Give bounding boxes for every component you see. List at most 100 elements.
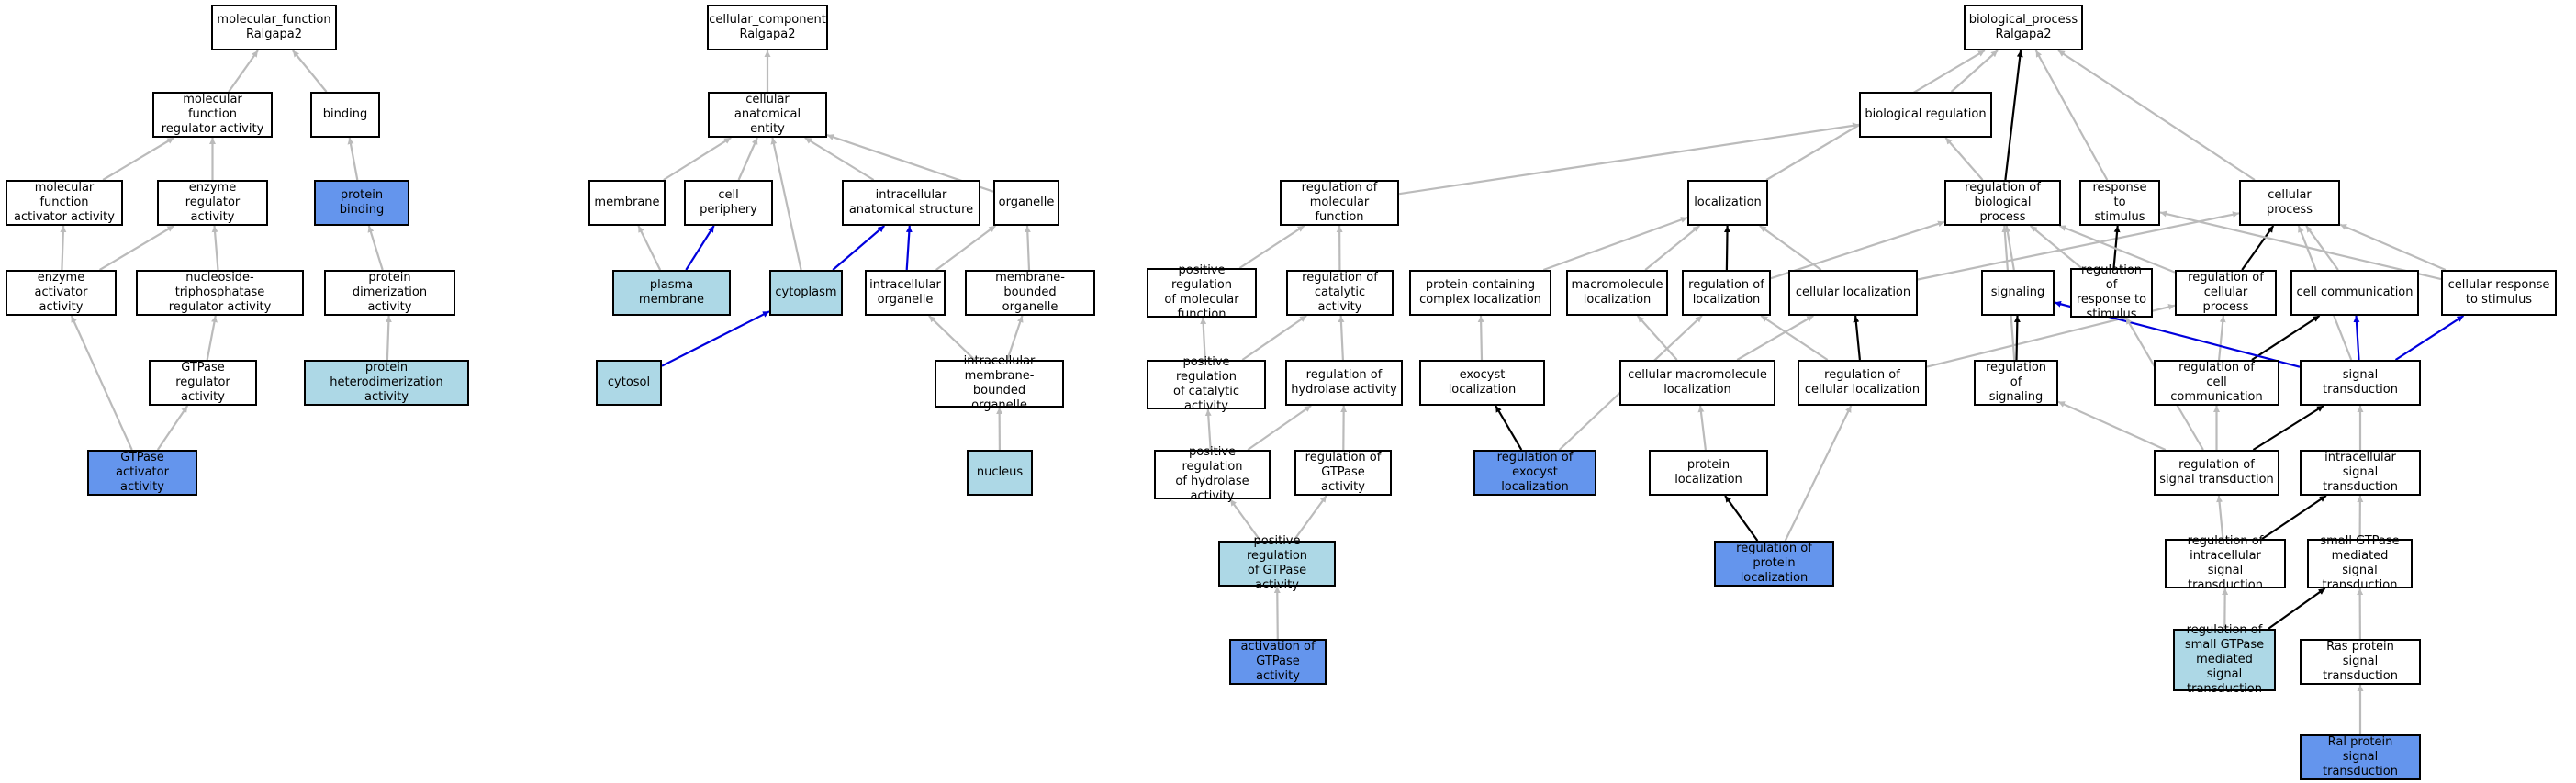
node-regulation-of-gtpase-activity[interactable]: regulation of GTPase activity: [1294, 450, 1392, 496]
node-molecular-function-root[interactable]: molecular_function Ralgapa2: [211, 5, 337, 50]
node-enzyme-activator-activity[interactable]: enzyme activator activity: [6, 270, 117, 316]
node-intracellular-membrane-bounded-organelle[interactable]: intracellular membrane-bounded organelle: [935, 354, 1064, 412]
node-ral-protein-signal-transduction[interactable]: Ral protein signal transduction: [2300, 734, 2421, 780]
edge-reg_cell_loc-to-reg_loc: [1760, 315, 1829, 361]
edge-reg_resp-to-reg_bp: [2029, 225, 2083, 269]
node-regulation-of-signaling[interactable]: regulation of signaling: [1974, 360, 2058, 406]
edge-reg_sig_trans-to-sig_trans: [2252, 405, 2324, 451]
edge-exocyst_loc-to-prot_cx_loc: [1477, 315, 1484, 361]
node-cellular-component-root[interactable]: cellular_component Ralgapa2: [707, 5, 828, 50]
edge-cell_macro_loc-to-macro_loc: [1636, 315, 1678, 361]
node-positive-regulation-of-catalytic-activity[interactable]: positive regulation of catalytic activit…: [1147, 355, 1266, 413]
node-cellular-localization[interactable]: cellular localization: [1788, 270, 1918, 316]
node-regulation-of-catalytic-activity[interactable]: regulation of catalytic activity: [1286, 270, 1394, 316]
node-gtpase-activator-activity[interactable]: GTPase activator activity: [87, 450, 197, 496]
node-protein-containing-complex-localization[interactable]: protein-containing complex localization: [1409, 270, 1551, 316]
edge-gtpase_reg-to-ntp_reg: [206, 315, 218, 361]
node-cellular-macromolecule-localization[interactable]: cellular macromolecule localization: [1619, 360, 1775, 406]
edge-pos_reg_cat-to-reg_cat: [1241, 315, 1307, 361]
edge-act_gtpase-to-pos_reg_gtpase: [1273, 586, 1281, 640]
edge-reg_sig_trans-to-reg_sig: [2057, 400, 2167, 452]
node-nucleoside-triphosphatase-regulator-activity[interactable]: nucleoside-triphosphatase regulator acti…: [136, 270, 304, 316]
edge-cell_comm-to-cell_proc: [2305, 225, 2339, 271]
node-plasma-membrane[interactable]: plasma membrane: [612, 270, 731, 316]
edge-mem_org-to-organelle: [1024, 225, 1031, 271]
edge-pos_reg_cat-to-pos_reg_mf: [1200, 317, 1207, 361]
node-regulation-of-molecular-function[interactable]: regulation of molecular function: [1280, 180, 1399, 226]
node-regulation-of-exocyst-localization[interactable]: regulation of exocyst localization: [1473, 450, 1596, 496]
node-regulation-of-cellular-process[interactable]: regulation of cellular process: [2175, 270, 2277, 316]
node-activation-of-gtpase-activity[interactable]: activation of GTPase activity: [1229, 639, 1327, 685]
edge-prot_dimer-to-prot_bind: [367, 225, 384, 271]
node-regulation-of-cell-communication[interactable]: regulation of cell communication: [2154, 360, 2279, 406]
node-small-gtpase-mediated-signal-transduction[interactable]: small GTPase mediated signal transductio…: [2307, 534, 2413, 592]
node-molecular-function-regulator-activity[interactable]: molecular function regulator activity: [152, 92, 273, 138]
node-protein-binding[interactable]: protein binding: [314, 180, 409, 226]
edge-prot_loc-to-cell_macro_loc: [1697, 405, 1707, 451]
edge-plasma_mem-to-membrane: [637, 225, 662, 271]
node-cellular-response-to-stimulus[interactable]: cellular response to stimulus: [2441, 270, 2557, 316]
node-regulation-of-cellular-localization[interactable]: regulation of cellular localization: [1798, 360, 1927, 406]
edge-reg_intra_sig-to-intra_sig: [2261, 495, 2327, 540]
edge-sig_trans-to-cell_comm: [2353, 315, 2360, 361]
node-intracellular-signal-transduction[interactable]: intracellular signal transduction: [2300, 450, 2421, 496]
node-positive-regulation-of-hydrolase-activity[interactable]: positive regulation of hydrolase activit…: [1154, 445, 1271, 503]
node-regulation-of-intracellular-signal-transduction[interactable]: regulation of intracellular signal trans…: [2165, 534, 2286, 592]
node-cell-periphery[interactable]: cell periphery: [684, 180, 773, 226]
node-biological-regulation[interactable]: biological regulation: [1859, 92, 1992, 138]
node-regulation-of-signal-transduction[interactable]: regulation of signal transduction: [2154, 450, 2279, 496]
node-positive-regulation-of-gtpase-activity[interactable]: positive regulation of GTPase activity: [1218, 534, 1336, 592]
edge-cell_loc-to-localization: [1759, 225, 1822, 271]
node-macromolecule-localization[interactable]: macromolecule localization: [1566, 270, 1668, 316]
node-organelle[interactable]: organelle: [993, 180, 1059, 226]
node-cytoplasm[interactable]: cytoplasm: [769, 270, 843, 316]
node-cellular-process[interactable]: cellular process: [2239, 180, 2340, 226]
node-regulation-of-protein-localization[interactable]: regulation of protein localization: [1714, 541, 1834, 587]
node-enzyme-regulator-activity[interactable]: enzyme regulator activity: [157, 180, 268, 226]
node-ras-protein-signal-transduction[interactable]: Ras protein signal transduction: [2300, 639, 2421, 685]
edge-intra_mem_org-to-mem_org: [1006, 315, 1024, 361]
edge-reg_loc-to-reg_bp: [1770, 220, 1945, 280]
node-localization[interactable]: localization: [1687, 180, 1768, 226]
node-regulation-of-small-gtpase-mediated-signal-transduction[interactable]: regulation of small GTPase mediated sign…: [2173, 623, 2276, 696]
node-intracellular-organelle[interactable]: intracellular organelle: [865, 270, 946, 316]
node-cellular-anatomical-entity[interactable]: cellular anatomical entity: [708, 92, 827, 138]
edge-reg_cell_proc-to-cell_proc: [2241, 225, 2275, 271]
node-biological-process-root[interactable]: biological_process Ralgapa2: [1964, 5, 2083, 50]
edge-ntp_reg-to-enz_reg: [211, 225, 219, 271]
node-cell-communication[interactable]: cell communication: [2290, 270, 2419, 316]
edge-enz_act-to-mf_act: [60, 225, 67, 271]
edge-cell_macro_loc-to-cell_loc: [1736, 315, 1814, 361]
node-protein-heterodimerization-activity[interactable]: protein heterodimerization activity: [304, 360, 469, 406]
node-cytosol[interactable]: cytosol: [596, 360, 662, 406]
node-membrane-bounded-organelle[interactable]: membrane-bounded organelle: [965, 270, 1095, 316]
edge-reg_intra_sig-to-reg_sig_trans: [2216, 495, 2224, 540]
node-nucleus[interactable]: nucleus: [967, 450, 1033, 496]
node-regulation-of-localization[interactable]: regulation of localization: [1682, 270, 1771, 316]
edge-reg_hydro-to-reg_cat: [1338, 315, 1345, 361]
node-regulation-of-response-to-stimulus[interactable]: regulation of response to stimulus: [2070, 263, 2153, 321]
node-positive-regulation-of-molecular-function[interactable]: positive regulation of molecular functio…: [1147, 263, 1257, 321]
node-protein-dimerization-activity[interactable]: protein dimerization activity: [324, 270, 455, 316]
edge-mf_reg-to-mf_root: [228, 50, 259, 93]
node-regulation-of-biological-process[interactable]: regulation of biological process: [1944, 180, 2061, 226]
edge-bio_reg-to-bp_root: [1950, 50, 1999, 93]
edge-membrane-to-cae: [663, 137, 732, 181]
node-protein-localization[interactable]: protein localization: [1649, 450, 1768, 496]
edge-reg_exocyst-to-exocyst_loc: [1495, 405, 1523, 451]
node-binding[interactable]: binding: [310, 92, 380, 138]
edge-reg_cell_proc-to-reg_bp: [2059, 224, 2176, 274]
node-regulation-of-hydrolase-activity[interactable]: regulation of hydrolase activity: [1285, 360, 1403, 406]
node-signaling[interactable]: signaling: [1981, 270, 2055, 316]
node-molecular-function-activator-activity[interactable]: molecular function activator activity: [6, 180, 123, 226]
node-gtpase-regulator-activity[interactable]: GTPase regulator activity: [149, 360, 257, 406]
node-exocyst-localization[interactable]: exocyst localization: [1419, 360, 1545, 406]
edge-cell_proc-to-bp_root: [2057, 50, 2256, 181]
edge-reg_mf-to-bio_reg: [1398, 122, 1860, 196]
node-membrane[interactable]: membrane: [588, 180, 666, 226]
node-intracellular-anatomical-structure[interactable]: intracellular anatomical structure: [842, 180, 980, 226]
node-signal-transduction[interactable]: signal transduction: [2300, 360, 2421, 406]
edge-gtpase_act-to-gtpase_reg: [156, 405, 189, 451]
edge-sig_trans-to-cell_resp: [2394, 315, 2465, 361]
node-response-to-stimulus[interactable]: response to stimulus: [2079, 180, 2160, 226]
